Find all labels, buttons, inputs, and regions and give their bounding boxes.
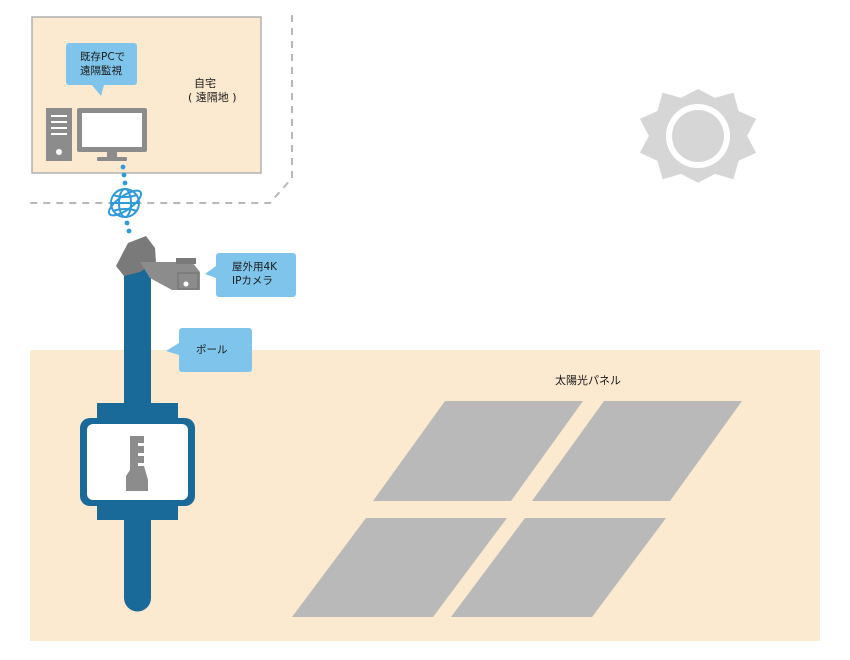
camera-callout-line2: IPカメラ: [232, 275, 273, 287]
pole-callout: [166, 328, 252, 372]
camera-callout-line1: 屋外用4K: [232, 261, 278, 273]
home-label: 自宅: [194, 77, 216, 90]
remote-site-boundary: [30, 15, 293, 204]
solar-panel: [451, 518, 666, 617]
home-label-sub: ( 遠隔地 ): [188, 91, 237, 104]
pc-callout-line2: 遠隔監視: [80, 65, 122, 77]
tower-pc-icon: [46, 108, 72, 161]
globe-icon: [107, 188, 143, 218]
sun-icon: [639, 89, 757, 183]
camera-callout: [205, 253, 296, 297]
power-box: [80, 403, 195, 520]
pole-callout-text: ポール: [196, 344, 228, 356]
pc-callout-line1: 既存PCで: [80, 51, 126, 63]
solar-panel: [292, 518, 507, 617]
network-link-dots: [120, 164, 132, 234]
solar-panel-label: 太陽光パネル: [555, 374, 621, 387]
solar-panel: [373, 401, 583, 501]
monitor-icon: [77, 108, 147, 161]
solar-panel: [532, 401, 742, 501]
solar-panel-array: [292, 401, 742, 617]
ip-camera-icon: [116, 236, 200, 290]
pc-callout: [66, 43, 137, 96]
